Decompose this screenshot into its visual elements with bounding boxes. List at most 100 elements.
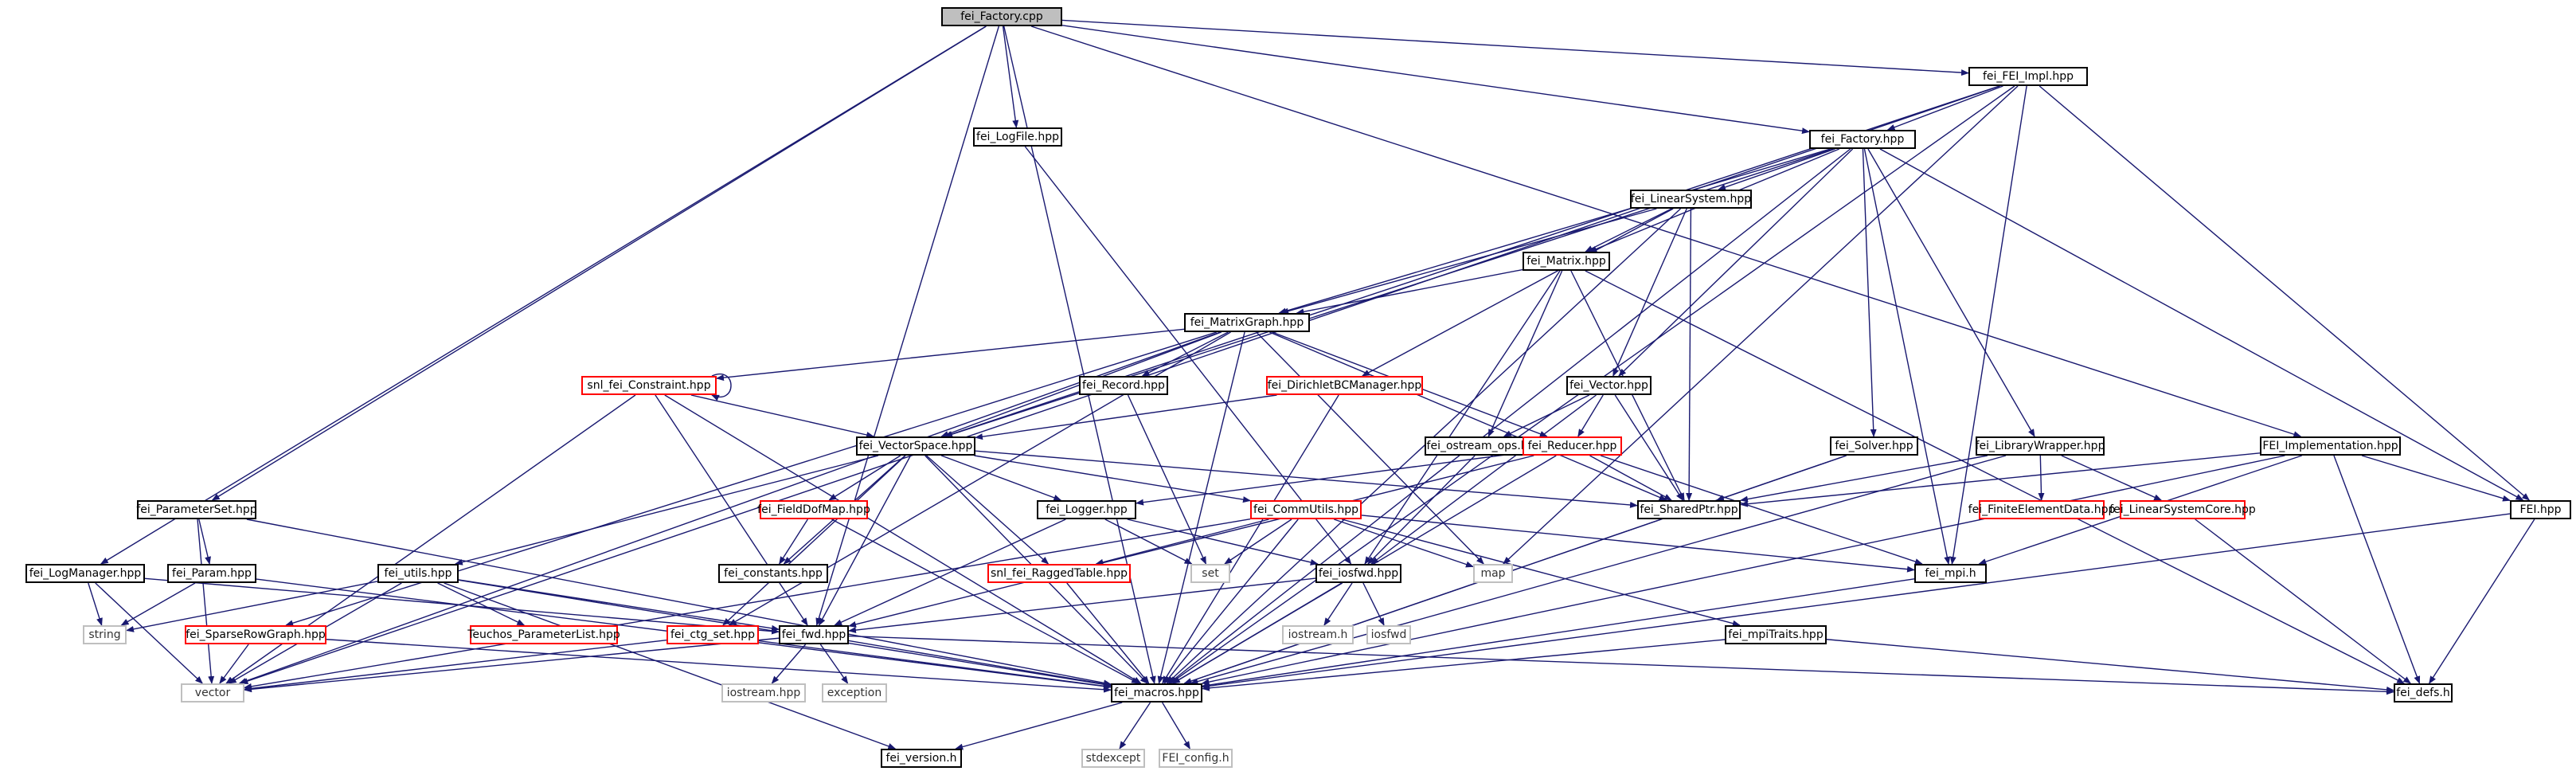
- node-fei-hpp[interactable]: FEI.hpp: [2510, 500, 2571, 519]
- node-linsys[interactable]: fei_LinearSystem.hpp: [1630, 190, 1752, 209]
- edge-utils-to-version: [444, 582, 897, 749]
- node-param[interactable]: fei_Param.hpp: [167, 564, 256, 583]
- node-label: fei_Vector.hpp: [1569, 379, 1648, 392]
- edge-utils-to-string: [126, 581, 378, 632]
- node-dirichlet[interactable]: fei_DirichletBCManager.hpp: [1266, 376, 1423, 395]
- node-version[interactable]: fei_version.h: [881, 749, 962, 768]
- node-label: iosfwd: [1370, 628, 1407, 641]
- node-defs[interactable]: fei_defs.h: [2394, 683, 2453, 703]
- edge-reducer-to-sharedptr: [1589, 455, 1672, 501]
- node-macros[interactable]: fei_macros.hpp: [1111, 683, 1202, 703]
- edge-factory_cpp-to-logmanager: [100, 25, 987, 565]
- edge-snl_constraint-to-macros: [664, 394, 1142, 684]
- edge-matrix-to-matrixgraph: [1296, 268, 1523, 315]
- edge-record-to-set: [1127, 394, 1207, 565]
- edge-factory_cpp-to-fwd: [815, 25, 1000, 626]
- node-ctgset[interactable]: fei_ctg_set.hpp: [666, 625, 759, 644]
- node-record[interactable]: fei_Record.hpp: [1079, 376, 1168, 395]
- node-matrixgraph[interactable]: fei_MatrixGraph.hpp: [1184, 313, 1310, 332]
- node-finiteelem[interactable]: fei_FiniteElementData.hpp: [1968, 500, 2115, 519]
- edge-matrixgraph-to-macros: [1157, 331, 1245, 684]
- edge-factory_hpp-to-fei_hpp: [1879, 148, 2524, 501]
- edge-logmanager-to-string: [88, 582, 103, 626]
- node-label: fei_iosfwd.hpp: [1318, 567, 1399, 580]
- node-sharedptr[interactable]: fei_SharedPtr.hpp: [1637, 500, 1741, 519]
- edge-sparserow-to-macros: [326, 639, 1112, 693]
- node-iostream-hpp: iostream.hpp: [721, 683, 806, 703]
- node-set: set: [1190, 564, 1230, 583]
- edge-factory_hpp-to-linsys: [1718, 148, 1835, 190]
- node-logfile[interactable]: fei_LogFile.hpp: [973, 127, 1062, 147]
- node-logmanager[interactable]: fei_LogManager.hpp: [25, 564, 145, 583]
- edge-vectorspace-to-fwd: [818, 455, 912, 626]
- edge-fwd-to-vectorstd: [244, 637, 780, 693]
- node-label: fei_mpiTraits.hpp: [1728, 628, 1824, 641]
- node-factory-hpp[interactable]: fei_Factory.hpp: [1809, 130, 1916, 149]
- node-label: fei_Factory.hpp: [1820, 133, 1905, 146]
- node-fei-impl[interactable]: fei_FEI_Impl.hpp: [1968, 67, 2088, 86]
- node-label: stdexcept: [1085, 752, 1141, 765]
- node-paramset[interactable]: fei_ParameterSet.hpp: [136, 500, 257, 519]
- edge-macros-to-feiconfig: [1162, 702, 1190, 749]
- node-label: fei_utils.hpp: [384, 567, 452, 580]
- edge-mpi-to-macros: [1202, 578, 1915, 688]
- node-vector[interactable]: fei_Vector.hpp: [1566, 376, 1652, 395]
- node-fwd[interactable]: fei_fwd.hpp: [779, 625, 849, 644]
- node-label: fei_DirichletBCManager.hpp: [1267, 379, 1422, 392]
- node-iosfwd-hpp[interactable]: fei_iosfwd.hpp: [1315, 564, 1401, 583]
- edge-commutils-to-mpi: [1361, 515, 1915, 573]
- edge-matrixgraph-to-snl_constraint: [716, 328, 1185, 382]
- edge-fei_impl-to-mpi: [1949, 85, 2027, 565]
- edge-libwrapper-to-linsyscore: [2061, 455, 2163, 501]
- node-label: fei_Solver.hpp: [1835, 440, 1913, 452]
- node-reducer[interactable]: fei_Reducer.hpp: [1523, 436, 1622, 456]
- node-feiconfig: FEI_config.h: [1159, 749, 1233, 768]
- node-logger[interactable]: fei_Logger.hpp: [1037, 500, 1136, 519]
- edge-vectorspace-to-utils: [454, 455, 879, 566]
- node-sparserow[interactable]: fei_SparseRowGraph.hpp: [185, 625, 326, 644]
- edge-fei_implementation-to-macros: [1201, 455, 2285, 686]
- edge-commutils-to-vectorstd: [244, 519, 1251, 690]
- edge-matrixgraph-to-sharedptr: [1269, 331, 1667, 501]
- node-iosfwd: iosfwd: [1366, 625, 1411, 644]
- node-snl-constraint[interactable]: snl_fei_Constraint.hpp: [581, 376, 717, 395]
- node-label: fei_MatrixGraph.hpp: [1190, 316, 1304, 329]
- edge-mpitraits-to-macros: [1202, 639, 1726, 691]
- edge-vector-to-sharedptr: [1614, 394, 1683, 501]
- node-label: fei_defs.h: [2396, 687, 2450, 699]
- edge-fielddofmap-to-macros: [831, 519, 1139, 684]
- node-vectorspace[interactable]: fei_VectorSpace.hpp: [856, 436, 975, 456]
- node-label: iostream.h: [1288, 628, 1348, 641]
- node-mpi[interactable]: fei_mpi.h: [1914, 564, 1987, 583]
- edge-macros-to-version: [955, 702, 1123, 750]
- edge-reducer-to-fwd: [848, 455, 1534, 628]
- node-label: fei_CommUtils.hpp: [1253, 503, 1358, 516]
- node-label: fei_Matrix.hpp: [1526, 255, 1606, 268]
- edge-vectorspace-to-commutils: [974, 455, 1251, 503]
- node-commutils[interactable]: fei_CommUtils.hpp: [1250, 500, 1362, 519]
- node-factory-cpp[interactable]: fei_Factory.cpp: [941, 7, 1062, 26]
- node-label: fei_SparseRowGraph.hpp: [186, 628, 326, 641]
- node-mpitraits[interactable]: fei_mpiTraits.hpp: [1725, 625, 1827, 644]
- node-label: fei_Factory.cpp: [960, 10, 1043, 23]
- edge-matrix-to-ostream_ops: [1487, 270, 1563, 437]
- node-label: fei_version.h: [885, 752, 957, 765]
- edge-dirichlet-to-vectorspace: [975, 394, 1277, 440]
- node-constants[interactable]: fei_constants.hpp: [718, 564, 828, 583]
- edge-vectorspace-to-fielddofmap: [828, 455, 901, 501]
- edge-factory_cpp-to-factory_hpp: [1061, 25, 1810, 135]
- node-teuchos[interactable]: Teuchos_ParameterList.hpp: [467, 625, 620, 644]
- edge-ctgset-to-vectorstd: [244, 640, 667, 692]
- node-raggedtable[interactable]: snl_fei_RaggedTable.hpp: [987, 564, 1131, 583]
- node-libwrapper[interactable]: fei_LibraryWrapper.hpp: [1976, 436, 2105, 456]
- edge-factory_cpp-to-paramset: [211, 25, 987, 501]
- node-fielddofmap[interactable]: fei_FieldDofMap.hpp: [757, 500, 870, 519]
- node-linsyscore[interactable]: fei_LinearSystemCore.hpp: [2109, 500, 2256, 519]
- node-solver[interactable]: fei_Solver.hpp: [1830, 436, 1918, 456]
- node-label: fei_LinearSystemCore.hpp: [2109, 503, 2256, 516]
- node-label: fei_LogFile.hpp: [976, 131, 1059, 143]
- node-fei-implementation[interactable]: FEI_Implementation.hpp: [2260, 436, 2401, 456]
- node-utils[interactable]: fei_utils.hpp: [377, 564, 459, 583]
- edge-fei_impl-to-fei_hpp: [2039, 85, 2531, 501]
- node-matrix[interactable]: fei_Matrix.hpp: [1523, 252, 1610, 271]
